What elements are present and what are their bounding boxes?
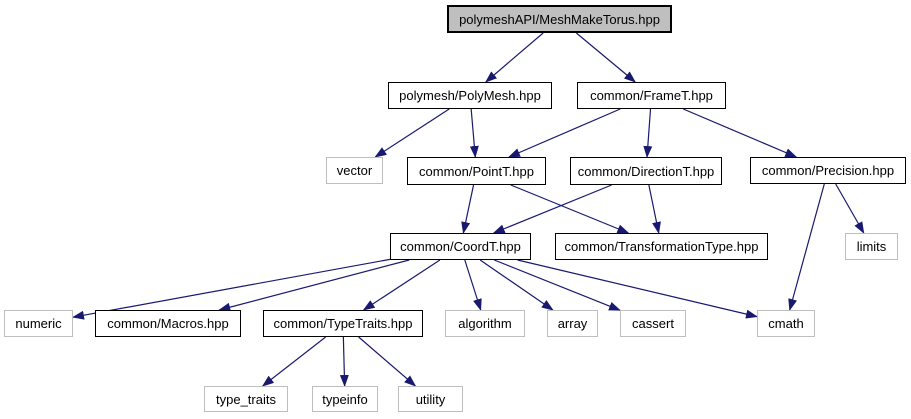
node-framet[interactable]: common/FrameT.hpp (577, 82, 726, 109)
node-macros[interactable]: common/Macros.hpp (95, 310, 241, 337)
edge-pointt-to-coordt (461, 184, 475, 234)
edge-meshmaketorus-to-polymesh (485, 32, 544, 83)
edge-framet-to-directiont (643, 108, 653, 158)
node-transformationtype[interactable]: common/TransformationType.hpp (555, 233, 768, 260)
node-precision[interactable]: common/Precision.hpp (750, 157, 906, 184)
node-cmath: cmath (757, 310, 815, 337)
edge-meshmaketorus-to-framet (575, 32, 637, 83)
edge-coordt-to-algorithm (464, 259, 482, 311)
edge-coordt-to-cassert (494, 259, 621, 311)
node-typetraits[interactable]: common/TypeTraits.hpp (263, 310, 423, 337)
edge-typetraits-to-type_traits (261, 336, 327, 387)
edge-pointt-to-transformationtype (510, 184, 630, 234)
edge-polymesh-to-pointt (469, 108, 479, 158)
edge-typetraits-to-utility (358, 336, 417, 387)
node-array: array (547, 310, 598, 337)
node-vector: vector (326, 157, 383, 184)
edge-coordt-to-cmath (517, 259, 758, 319)
node-numeric: numeric (4, 310, 73, 337)
edge-coordt-to-array (479, 259, 554, 311)
edge-coordt-to-numeric (72, 258, 391, 320)
node-algorithm: algorithm (445, 310, 525, 337)
edge-precision-to-limits (835, 183, 865, 234)
node-cassert: cassert (620, 310, 686, 337)
edge-framet-to-precision (683, 108, 798, 158)
node-polymesh[interactable]: polymesh/PolyMesh.hpp (388, 82, 552, 109)
edge-precision-to-cmath (788, 183, 825, 311)
node-typeinfo: typeinfo (312, 386, 378, 412)
node-coordt[interactable]: common/CoordT.hpp (390, 233, 531, 260)
edge-directiont-to-transformationtype (648, 184, 661, 234)
node-meshmaketorus: polymeshAPI/MeshMakeTorus.hpp (447, 5, 672, 33)
node-type_traits: type_traits (204, 386, 288, 412)
edge-coordt-to-typetraits (362, 259, 441, 311)
node-directiont[interactable]: common/DirectionT.hpp (570, 157, 722, 185)
node-limits: limits (845, 233, 898, 260)
edge-framet-to-pointt (508, 108, 621, 158)
edge-typetraits-to-typeinfo (339, 336, 349, 387)
node-pointt[interactable]: common/PointT.hpp (407, 157, 546, 185)
node-utility: utility (398, 386, 463, 412)
edge-coordt-to-macros (218, 259, 410, 312)
edge-polymesh-to-vector (374, 108, 450, 158)
edge-directiont-to-coordt (492, 184, 612, 234)
